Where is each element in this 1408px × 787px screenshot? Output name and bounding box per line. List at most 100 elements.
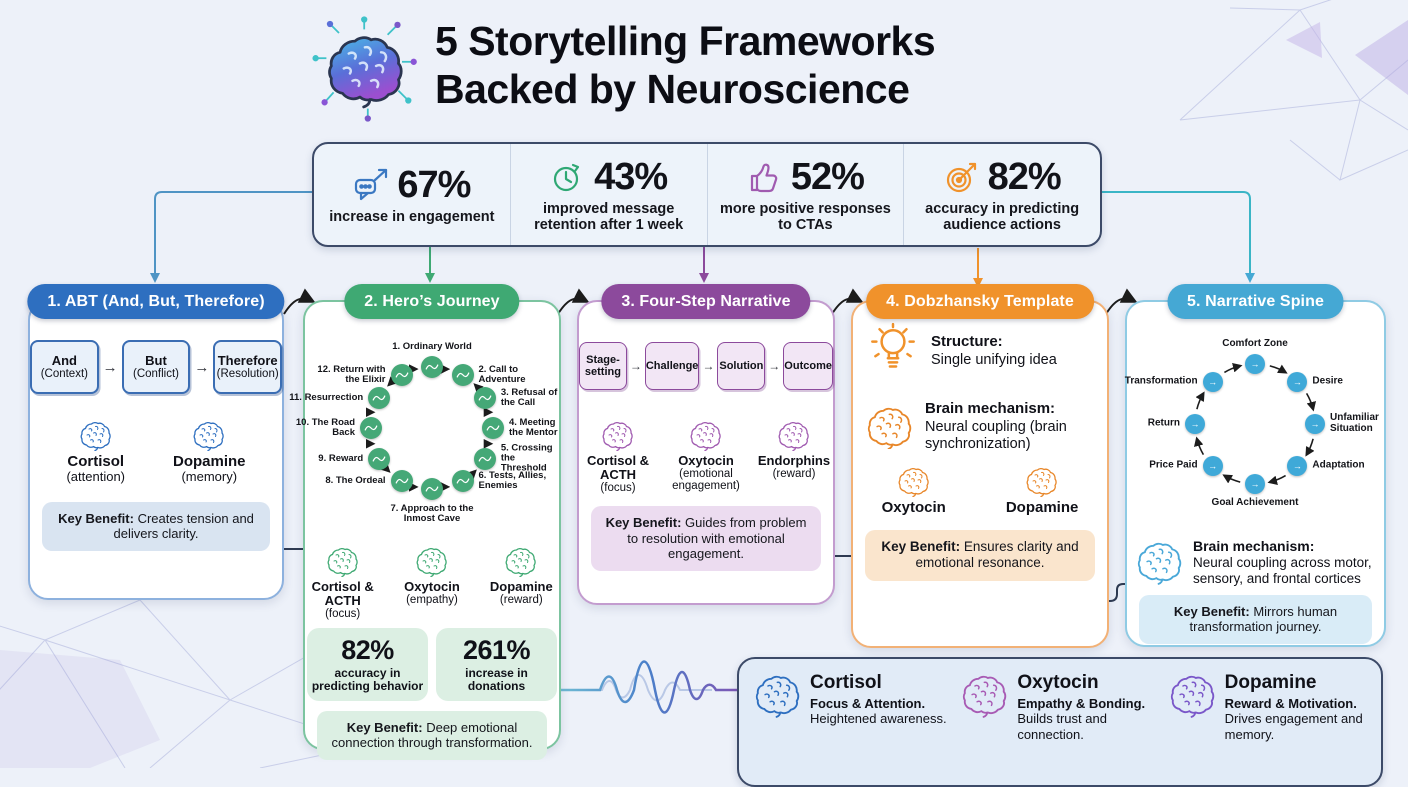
node-doodle-icon [486,425,500,431]
key-benefit-heros-journey: Key Benefit: Deep emotional connection t… [317,710,547,760]
flow-step-challenge: Challenge [644,342,700,390]
step-sub: (Context) [40,367,88,380]
brain-label: Dopamine [1005,499,1079,517]
brain-label: Endorphins [757,453,831,469]
cycle-label: Price Paid [1149,460,1198,472]
abt-flow: And (Context) → But (Conflict) → Therefo… [30,340,283,394]
brain-item: Endorphins (reward) [755,420,833,480]
title-line-2: Backed by Neuroscience [435,65,910,112]
cycle-label: Goal Achievement [1211,497,1299,508]
brain-item: Oxytocin (emotional engagement) [667,420,745,492]
clock-icon [550,159,586,195]
four-step-brains: Cortisol & ACTH (focus) Oxytocin (emotio… [579,420,833,494]
flow-arrow-icon: → [702,359,715,373]
brain-sub: (emotional engagement) [672,468,740,493]
hormone-text: Drives engagement and memory. [1224,711,1363,742]
hero-stat-boxes: 82% accuracy in predicting behavior 261%… [305,628,559,701]
brain-sub: (reward) [772,468,816,481]
cycle-label: 4. Meeting the Mentor [509,416,558,438]
hormone-panel: Cortisol Focus & Attention. Heightened a… [737,657,1383,787]
node-arrow-icon: → [1250,359,1260,369]
thumbs-up-icon [747,159,783,195]
framework-header-four-step: 3. Four-Step Narrative [601,284,811,319]
cycle-node [368,447,391,470]
dob-brains: Oxytocin Dopamine [853,466,1107,516]
cycle-node: → [1202,456,1223,477]
step-label: Challenge [645,359,699,372]
brain-icon [80,420,112,452]
step-sub: (Conflict) [133,367,180,380]
cycle-arrow-arcs [380,376,484,480]
node-arrow-icon: → [1190,419,1200,429]
node-doodle-icon [425,486,439,492]
hormone-text: Heightened awareness. [810,711,947,727]
stat-accuracy: 82% accuracy in predicting audience acti… [903,144,1100,245]
cycle-arrow-arcs [1194,363,1316,485]
brain-label: Oxytocin [678,453,734,469]
cycle-node: → [1185,414,1205,434]
node-doodle-icon [395,478,408,484]
cycle-node [451,469,474,492]
cycle-node [421,356,443,378]
node-arrow-icon: → [1208,376,1218,387]
node-arrow-icon: → [1208,461,1218,472]
cycle-node [451,364,474,387]
brain-label: Dopamine [173,453,246,471]
brain-icon [505,546,537,578]
brain-item: Oxytocin [882,466,946,516]
key-benefit-label: Key Benefit: [346,719,423,735]
cycle-node [473,447,496,470]
brain-item: Oxytocin (empathy) [394,546,469,606]
key-benefit-label: Key Benefit: [1173,603,1250,619]
framework-card-dobzhansky: 4. Dobzhansky Template Structure: Single… [851,284,1109,648]
key-benefit-text: Mirrors human transformation journey. [1189,603,1338,635]
node-doodle-icon [364,425,378,431]
framework-header-abt: 1. ABT (And, But, Therefore) [27,284,285,319]
stat-caption: increase in engagement [329,208,495,225]
flow-step-stage-setting: Stage-setting [579,342,627,390]
node-arrow-icon: → [1310,419,1320,429]
step-label: Stage-setting [584,353,621,378]
brain-icon [1137,540,1183,585]
brain-label: Dopamine [489,579,553,595]
flow-arrow-icon: → [102,358,118,376]
node-arrow-icon: → [1292,376,1302,387]
feature-label: Structure: [931,332,1003,350]
brain-item: Dopamine (reward) [484,546,559,606]
feature-label: Brain mechanism: [925,400,1056,417]
brain-icon [755,673,801,718]
node-doodle-icon [425,364,439,370]
stat-caption: improved message retention after 1 week [534,200,684,233]
flow-step-outcome: Outcome [783,342,833,390]
stats-bar: 67% increase in engagement 43% improved … [312,142,1102,247]
brain-label: Oxytocin [404,579,460,595]
flow-step-therefore: Therefore (Resolution) [213,340,283,394]
cycle-label: Unfamiliar Situation [1330,412,1379,434]
cycle-label: 10. The Road Back [295,416,355,438]
feature-text: Single unifying idea [931,351,1057,368]
flow-arrow-icon: → [629,359,642,373]
cycle-node: → [1305,414,1325,434]
step-label: But [145,352,167,368]
brain-icon [778,420,810,452]
feature-text: Neural coupling across motor, sensory, a… [1193,554,1372,586]
step-label: Therefore [217,352,278,368]
key-benefit-label: Key Benefit: [605,515,682,531]
hero-stat-caption: accuracy in predicting behavior [311,666,424,694]
brain-icon [1026,466,1058,498]
flow-arrow-icon: → [194,358,210,376]
cycle-label: Adaptation [1312,460,1365,472]
cycle-node [421,478,443,500]
brain-sub: (focus) [600,482,636,495]
key-benefit-text: Ensures clarity and emotional resonance. [915,539,1079,571]
narrative-spine-cycle: →Comfort Zone→Desire→Unfamiliar Situatio… [1124,312,1384,536]
four-step-flow: Stage-setting → Challenge → Solution → O… [579,342,833,390]
step-sub: (Resolution) [216,367,279,380]
key-benefit-text: Guides from problem to resolution with e… [627,515,807,562]
cycle-node [390,364,413,387]
step-label: And [51,352,77,368]
brain-item: Cortisol & ACTH (focus) [579,420,657,494]
cycle-label: Transformation [1124,375,1198,387]
key-benefit-label: Key Benefit: [58,510,134,526]
